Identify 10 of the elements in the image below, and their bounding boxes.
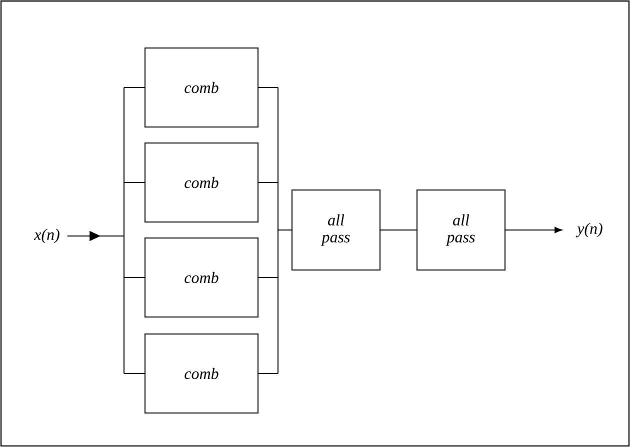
comb-filter-box: comb: [144, 333, 258, 414]
input-label: x(n): [34, 228, 60, 244]
comb-filter-box: comb: [144, 48, 258, 128]
comb-filter-box: comb: [144, 238, 258, 318]
comb-filter-box: comb: [144, 142, 258, 222]
allpass-filter-box: all pass: [416, 190, 506, 270]
connector: [505, 226, 562, 234]
allpass-filter-box: all pass: [292, 190, 380, 270]
output-label: y(n): [576, 222, 602, 238]
connector: [258, 87, 292, 374]
